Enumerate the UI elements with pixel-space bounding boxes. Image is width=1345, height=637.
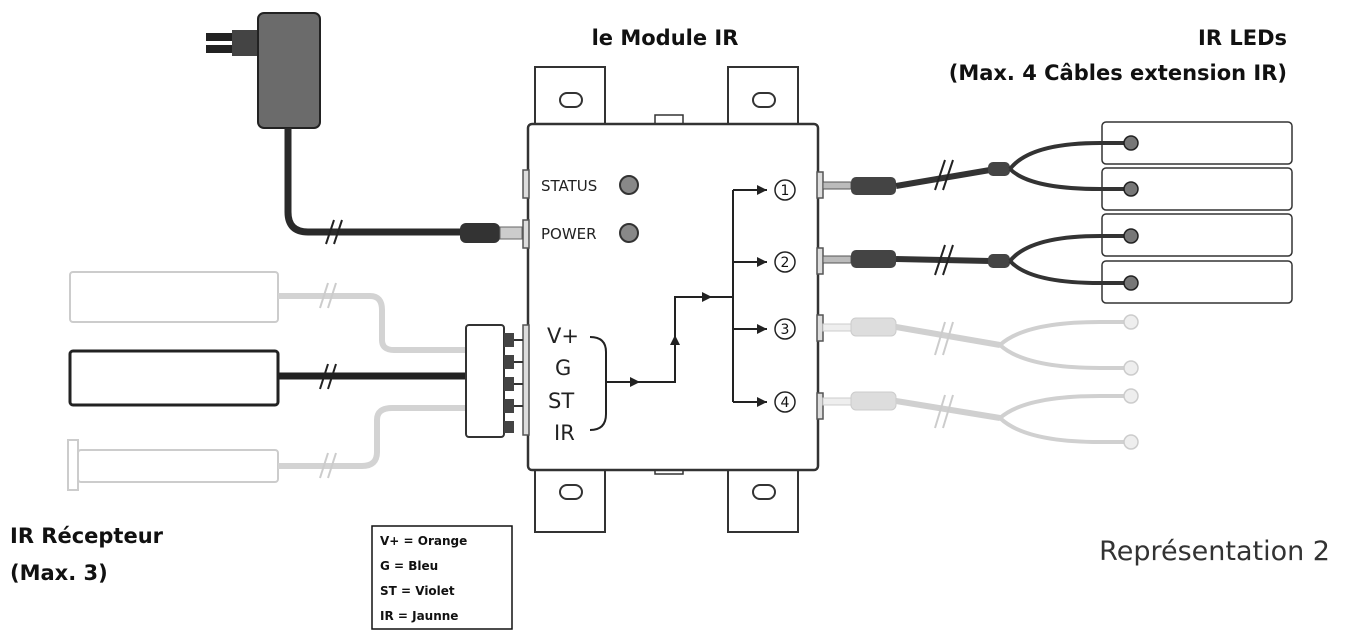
- power-led-icon: [619, 223, 639, 243]
- legend-item: ST = Violet: [380, 584, 455, 598]
- pin-label-st: ST: [548, 389, 574, 413]
- receiver-title-line1: IR Récepteur: [10, 524, 164, 548]
- pin-label-ir: IR: [554, 421, 575, 445]
- port-4-label: 4: [781, 395, 790, 411]
- legend-item: V+ = Orange: [380, 534, 467, 548]
- port-4-icon: [774, 391, 796, 413]
- led-cable-1: [822, 135, 1139, 197]
- status-led-icon: [619, 175, 639, 195]
- signal-arrowheads: [630, 185, 767, 407]
- ir-receiver-top: [69, 271, 466, 353]
- power-label: POWER: [541, 225, 597, 243]
- module-title: le Module IR: [592, 26, 739, 50]
- color-legend: V+ = Orange G = Bleu ST = Violet IR = Ja…: [371, 525, 513, 630]
- port-1-icon: [774, 179, 796, 201]
- status-label: STATUS: [541, 177, 597, 195]
- pin-label-g: G: [555, 356, 571, 380]
- ir-led-panels: [1101, 121, 1293, 304]
- led-cable-2: [822, 228, 1139, 291]
- port-2-icon: [774, 251, 796, 273]
- ir-module-body: [526, 122, 820, 472]
- receiver-terminal-block: [465, 324, 523, 438]
- port-3-icon: [774, 318, 796, 340]
- legend-item: IR = Jaunne: [380, 609, 458, 623]
- ir-receiver-middle: [68, 349, 466, 407]
- leds-title-line1: IR LEDs: [1198, 26, 1287, 50]
- port-1-label: 1: [781, 183, 790, 199]
- port-3-label: 3: [781, 322, 790, 338]
- legend-item: G = Bleu: [380, 559, 438, 573]
- figure-caption: Représentation 2: [1099, 536, 1330, 567]
- power-adapter: [206, 12, 523, 245]
- receiver-title-line2: (Max. 3): [10, 561, 108, 585]
- port-2-label: 2: [781, 255, 790, 271]
- led-cable-3: [822, 314, 1139, 376]
- led-cable-4: [822, 388, 1139, 450]
- leds-title-line2: (Max. 4 Câbles extension IR): [949, 61, 1287, 85]
- pin-label-vplus: V+: [547, 324, 579, 348]
- ir-receiver-bottom: [67, 405, 466, 491]
- output-ports: 1 2 3 4: [774, 179, 796, 413]
